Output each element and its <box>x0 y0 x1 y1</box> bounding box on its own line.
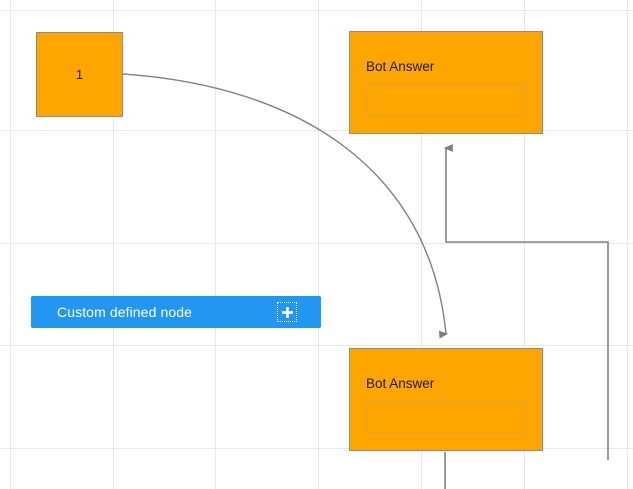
bot-answer-node-top[interactable]: Bot Answer <box>349 31 543 134</box>
bot-answer-bottom-slot[interactable] <box>366 401 526 433</box>
bot-answer-top-slot[interactable] <box>366 84 526 116</box>
custom-defined-node-bar[interactable]: Custom defined node <box>31 296 321 328</box>
plus-icon[interactable] <box>277 302 297 322</box>
bot-answer-node-bottom[interactable]: Bot Answer <box>349 348 543 451</box>
edge-loopback-to-bot-answer-top[interactable] <box>443 144 609 460</box>
bot-answer-top-label: Bot Answer <box>366 59 435 74</box>
start-node-label: 1 <box>75 67 84 82</box>
bot-answer-bottom-label: Bot Answer <box>366 376 435 391</box>
edge-start-to-bot-answer-bottom[interactable] <box>122 73 449 339</box>
custom-defined-node-label: Custom defined node <box>57 304 192 320</box>
start-node[interactable]: 1 <box>36 32 123 117</box>
